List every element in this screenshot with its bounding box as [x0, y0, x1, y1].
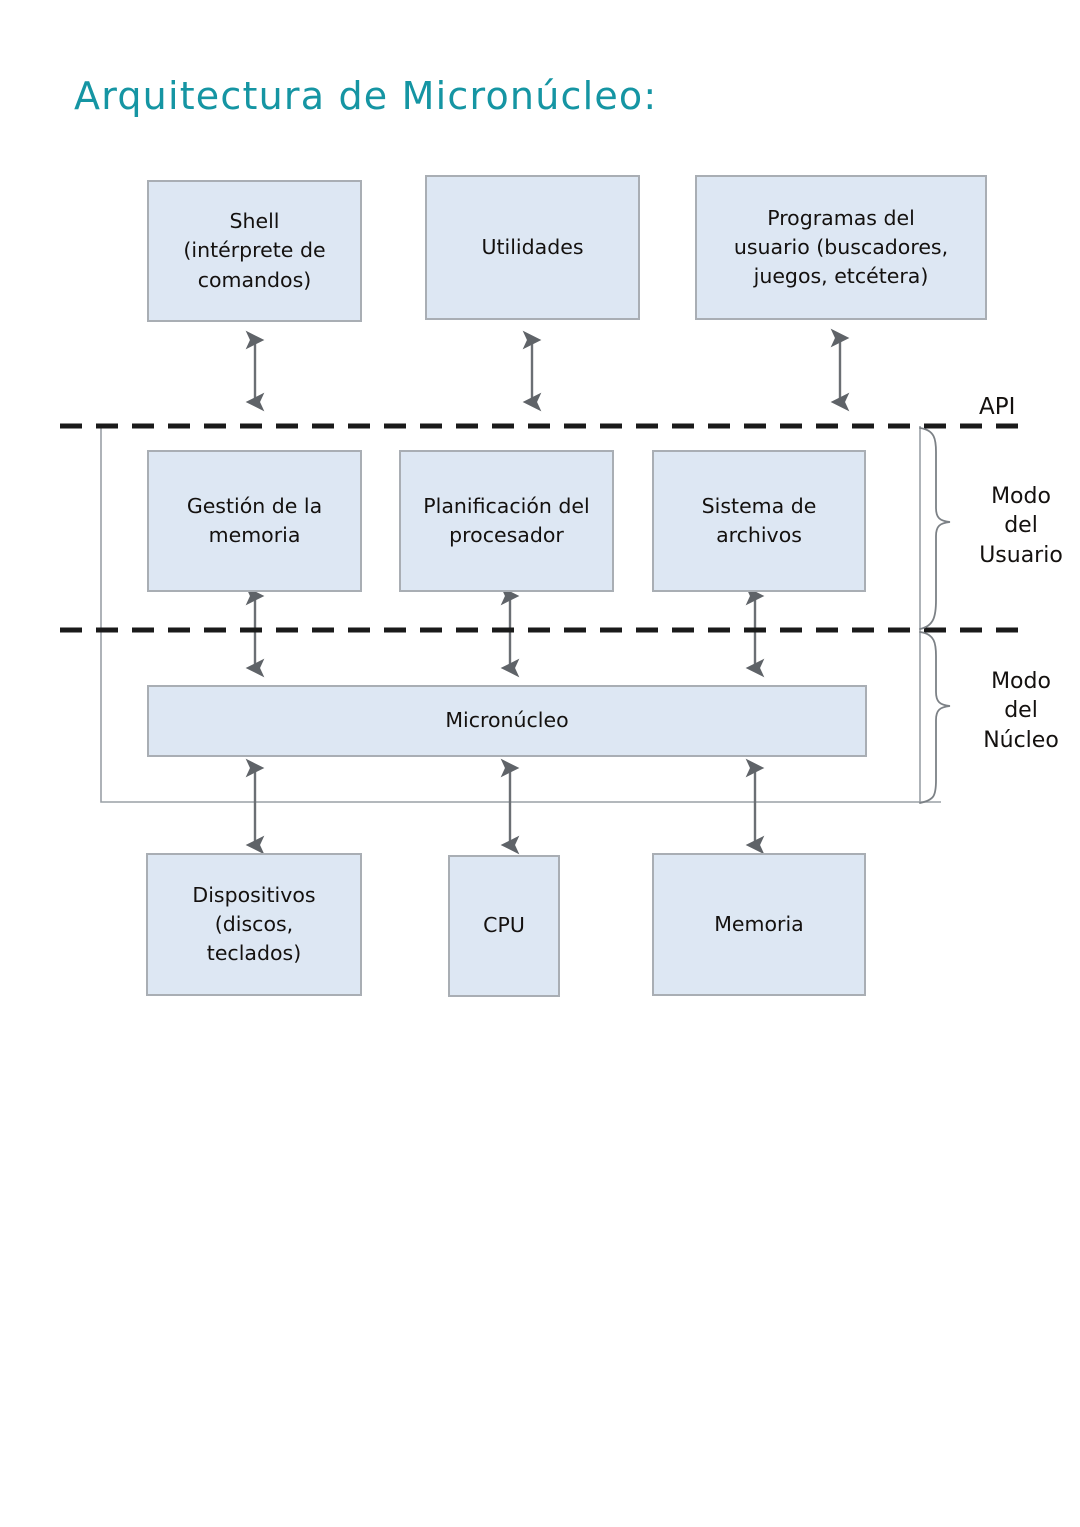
box-shell[interactable]: Shell (intérprete de comandos)	[147, 180, 362, 322]
box-cpu[interactable]: CPU	[448, 855, 560, 997]
box-micronucleo-label: Micronúcleo	[445, 708, 569, 733]
label-api: API	[979, 394, 1016, 420]
box-gestion-memoria[interactable]: Gestión de la memoria	[147, 450, 362, 592]
page-title: Arquitectura de Micronúcleo:	[74, 74, 658, 118]
box-memoria[interactable]: Memoria	[652, 853, 866, 996]
box-micronucleo[interactable]: Micronúcleo	[147, 685, 867, 757]
connector-arrows-bottom	[245, 758, 765, 855]
connector-arrows-top	[245, 328, 850, 412]
box-dispositivos[interactable]: Dispositivos (discos, teclados)	[146, 853, 362, 996]
user-mode-brace	[919, 427, 951, 630]
kernel-mode-brace	[919, 631, 951, 804]
box-memoria-label: Memoria	[714, 911, 804, 936]
box-cpu-label: CPU	[483, 913, 525, 938]
box-utilidades[interactable]: Utilidades	[425, 175, 640, 320]
label-modo-nucleo: Modo del Núcleo	[983, 669, 1059, 753]
box-planificacion-procesador-label: Planificación del procesador	[423, 493, 590, 547]
label-modo-usuario: Modo del Usuario	[979, 484, 1063, 568]
kernel-region-outline	[100, 426, 941, 803]
box-gestion-memoria-label: Gestión de la memoria	[186, 493, 323, 547]
box-shell-label: Shell (intérprete de comandos)	[183, 209, 326, 292]
box-planificacion-procesador[interactable]: Planificación del procesador	[399, 450, 614, 592]
box-programas-usuario-label: Programas del usuario (buscadores, juego…	[733, 205, 949, 289]
box-dispositivos-label: Dispositivos (discos, teclados)	[192, 882, 316, 966]
box-programas-usuario[interactable]: Programas del usuario (buscadores, juego…	[695, 175, 987, 320]
box-sistema-archivos-label: Sistema de archivos	[701, 493, 817, 547]
box-utilidades-label: Utilidades	[481, 234, 584, 259]
box-sistema-archivos[interactable]: Sistema de archivos	[652, 450, 866, 592]
